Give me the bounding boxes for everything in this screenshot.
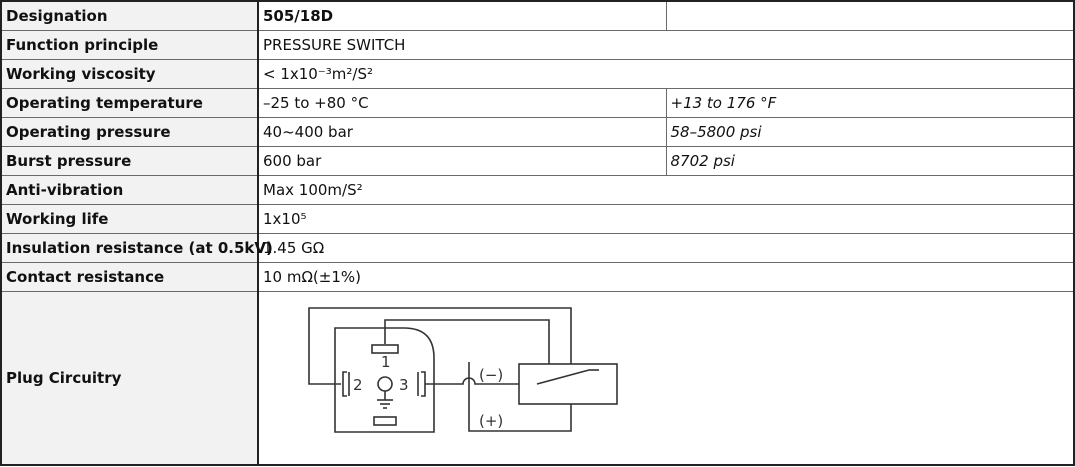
pin-label-2: 2 [353,376,363,394]
switch-box [518,362,618,405]
operating-pressure-label: Operating pressure [0,116,259,147]
working-life-label: Working life [0,203,259,234]
pin3-contact [421,370,426,397]
pin-label-1: 1 [381,353,391,371]
ground-contact [373,415,397,426]
row-plug-circuitry: Plug Circuitry [0,290,1075,466]
plus-wire [468,361,572,432]
insulation-resistance-value: 1.45 GΩ [257,232,1075,263]
terminal-label-minus: (−) [479,366,503,384]
row-designation: Designation 505/18D [0,0,1075,31]
circuit-diagram-svg: 1 2 3 (−) (+) [308,306,618,433]
working-viscosity-label: Working viscosity [0,58,259,89]
working-life-value: 1x10⁵ [257,203,1075,234]
row-contact-resistance: Contact resistance 10 mΩ(±1%) [0,261,1075,292]
designation-label: Designation [0,0,259,31]
center-pin [377,375,393,392]
row-operating-pressure: Operating pressure 40~400 bar 58–5800 ps… [0,116,1075,147]
outer-loop-wire [308,306,572,385]
plug-circuitry-cell: 1 2 3 (−) (+) [257,290,1075,466]
designation-value: 505/18D [257,0,667,31]
anti-vibration-label: Anti-vibration [0,174,259,205]
row-working-viscosity: Working viscosity < 1x10⁻³m²/S² [0,58,1075,89]
connector-housing [334,326,435,433]
anti-vibration-value: Max 100m/S² [257,174,1075,205]
operating-temperature-label: Operating temperature [0,87,259,118]
pin3-wire [425,376,519,385]
pin-label-3: 3 [399,376,409,394]
switch-contact-icon [536,368,590,385]
operating-temperature-metric: –25 to +80 °C [257,87,667,118]
burst-pressure-metric: 600 bar [257,145,667,176]
contact-resistance-label: Contact resistance [0,261,259,292]
pin1-contact [371,343,399,354]
plug-circuit-diagram: 1 2 3 (−) (+) [299,299,649,450]
row-insulation-resistance: Insulation resistance (at 0.5kV) 1.45 GΩ [0,232,1075,263]
row-working-life: Working life 1x10⁵ [0,203,1075,234]
row-burst-pressure: Burst pressure 600 bar 8702 psi [0,145,1075,176]
operating-temperature-imperial: +13 to 176 °F [665,87,1075,118]
operating-pressure-imperial: 58–5800 psi [665,116,1075,147]
burst-pressure-imperial: 8702 psi [665,145,1075,176]
contact-resistance-value: 10 mΩ(±1%) [257,261,1075,292]
pin1-wire [384,318,550,364]
burst-pressure-label: Burst pressure [0,145,259,176]
row-anti-vibration: Anti-vibration Max 100m/S² [0,174,1075,205]
ground-symbol-icon [377,398,393,409]
function-principle-value: PRESSURE SWITCH [257,29,1075,60]
designation-empty-cell [665,0,1075,31]
function-principle-label: Function principle [0,29,259,60]
working-viscosity-value: < 1x10⁻³m²/S² [257,58,1075,89]
terminal-label-plus: (+) [479,412,503,430]
plug-circuitry-label: Plug Circuitry [0,290,259,466]
row-function-principle: Function principle PRESSURE SWITCH [0,29,1075,60]
operating-pressure-metric: 40~400 bar [257,116,667,147]
row-operating-temperature: Operating temperature –25 to +80 °C +13 … [0,87,1075,118]
pin2-contact [342,370,347,397]
insulation-resistance-label: Insulation resistance (at 0.5kV) [0,232,273,263]
